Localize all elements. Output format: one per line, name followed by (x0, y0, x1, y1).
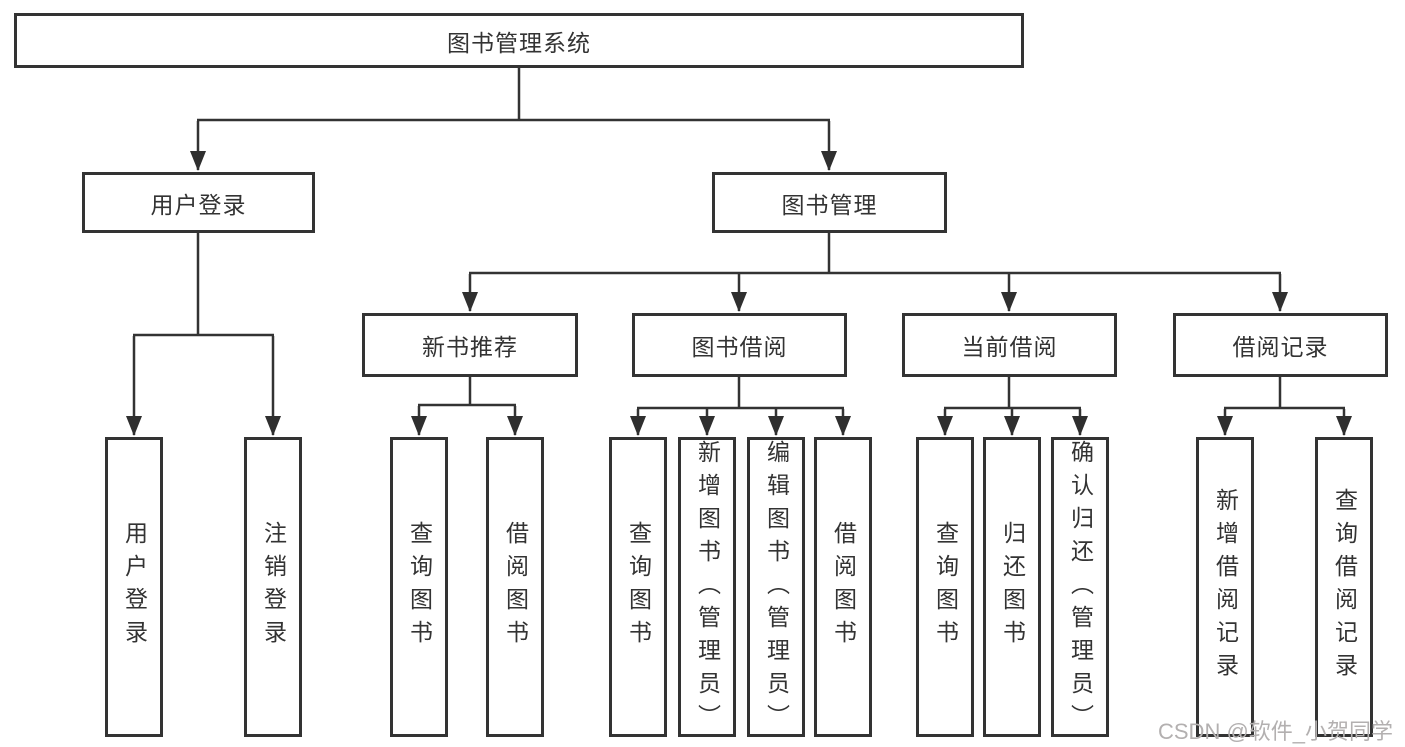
leaf-query-books-2: 查询图书 (609, 437, 667, 737)
node-label: 借阅记录 (1232, 334, 1329, 360)
leaf-query-books-3: 查询图书 (916, 437, 974, 737)
node-borrow-records: 借阅记录 (1173, 313, 1388, 377)
leaf-logout: 注销登录 (244, 437, 302, 737)
leaf-label: 查询图书 (625, 521, 652, 653)
node-label: 图书借阅 (691, 334, 788, 360)
leaf-edit-book-admin: 编辑图书（管理员） (747, 437, 805, 737)
leaf-label: 借阅图书 (830, 521, 857, 653)
leaf-return-books: 归还图书 (983, 437, 1041, 737)
leaf-query-borrow-record: 查询借阅记录 (1315, 437, 1373, 737)
leaf-label: 新增图书（管理员） (694, 440, 721, 737)
leaf-confirm-return-admin: 确认归还（管理员） (1051, 437, 1109, 737)
leaf-label: 新增借阅记录 (1212, 488, 1239, 686)
node-book-management: 图书管理 (712, 172, 947, 233)
node-label: 图书管理 (781, 191, 878, 218)
node-new-book-recommend: 新书推荐 (362, 313, 578, 377)
leaf-label: 归还图书 (999, 521, 1026, 653)
leaf-borrow-books-2: 借阅图书 (814, 437, 872, 737)
node-book-borrow: 图书借阅 (632, 313, 847, 377)
leaf-label: 编辑图书（管理员） (763, 440, 790, 737)
leaf-label: 查询图书 (406, 521, 433, 653)
leaf-add-book-admin: 新增图书（管理员） (678, 437, 736, 737)
node-label: 新书推荐 (422, 334, 518, 360)
leaf-user-login: 用户登录 (105, 437, 163, 737)
leaf-add-borrow-record: 新增借阅记录 (1196, 437, 1254, 737)
leaf-label: 用户登录 (121, 521, 148, 653)
leaf-label: 查询借阅记录 (1331, 488, 1358, 686)
node-root-system: 图书管理系统 (14, 13, 1024, 68)
leaf-label: 注销登录 (260, 521, 287, 653)
leaf-label: 确认归还（管理员） (1067, 440, 1094, 737)
node-label: 当前借阅 (961, 334, 1058, 360)
leaf-query-books-1: 查询图书 (390, 437, 448, 737)
node-user-login: 用户登录 (82, 172, 315, 233)
leaf-label: 借阅图书 (502, 521, 529, 653)
leaf-label: 查询图书 (932, 521, 959, 653)
leaf-borrow-books-1: 借阅图书 (486, 437, 544, 737)
node-current-borrow: 当前借阅 (902, 313, 1117, 377)
node-label: 用户登录 (150, 191, 247, 218)
node-label: 图书管理系统 (447, 29, 591, 56)
